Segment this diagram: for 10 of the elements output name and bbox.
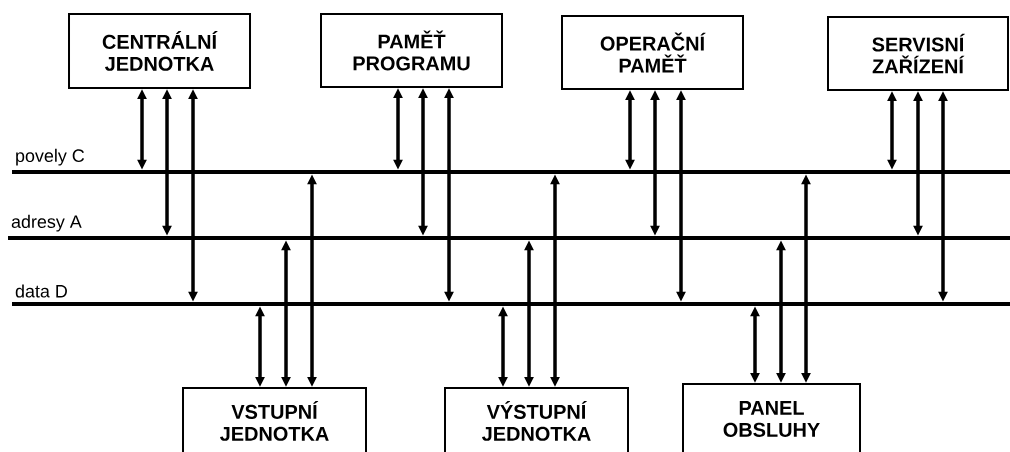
bus-line: povely C [12,148,1010,174]
bus-line: data D [12,284,1010,306]
unit-box: VSTUPNÍ JEDNOTKA [182,387,367,452]
unit-box: VÝSTUPNÍ JEDNOTKA [444,387,629,452]
bus-line: adresy A [8,214,1010,240]
unit-box: CENTRÁLNÍ JEDNOTKA [68,13,251,89]
unit-box: OPERAČNÍ PAMĚŤ [561,15,744,90]
unit-box: SERVISNÍ ZAŘÍZENÍ [827,16,1009,91]
unit-box: PANEL OBSLUHY [682,383,861,452]
unit-box: PAMĚŤ PROGRAMU [320,13,503,88]
